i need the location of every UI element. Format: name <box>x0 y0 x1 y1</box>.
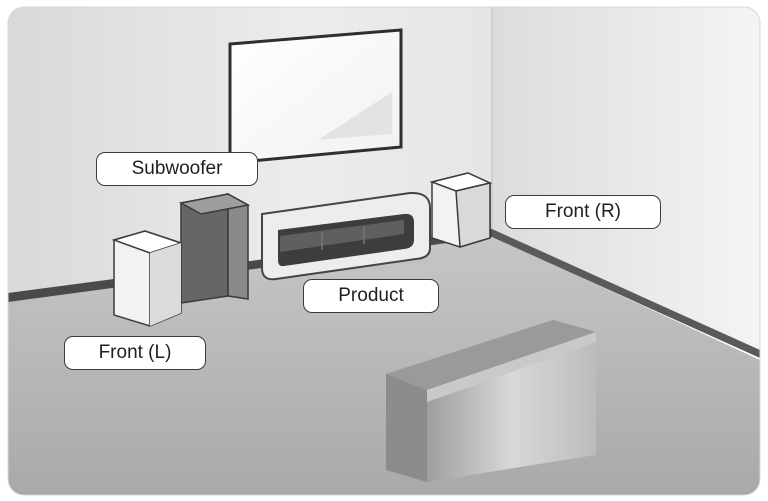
front-right-speaker <box>429 172 493 248</box>
front-right-label: Front (R) <box>505 195 661 229</box>
front-left-speaker <box>111 230 184 327</box>
product-label: Product <box>303 279 439 313</box>
tv <box>228 28 403 165</box>
subwoofer-speaker <box>178 192 251 304</box>
side-wall <box>492 7 760 358</box>
product-soundbar <box>261 191 431 281</box>
sofa <box>386 320 596 482</box>
subwoofer-label: Subwoofer <box>96 152 258 186</box>
baseboard-right <box>492 229 760 358</box>
front-left-label: Front (L) <box>64 336 206 370</box>
